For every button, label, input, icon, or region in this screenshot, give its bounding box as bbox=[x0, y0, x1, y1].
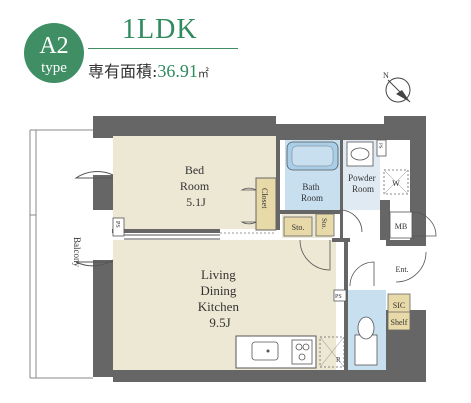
closet-doors bbox=[240, 187, 257, 225]
storage-1 bbox=[283, 216, 313, 237]
ps-label-3: PS bbox=[335, 294, 342, 300]
shelf-label: Shelf bbox=[391, 318, 408, 327]
badge-circle bbox=[24, 23, 84, 83]
badge-letters: A2 bbox=[39, 33, 68, 59]
ldk-balcony-door bbox=[75, 259, 114, 267]
bathtub-inner bbox=[291, 145, 334, 167]
area-value: 36.91 bbox=[157, 61, 198, 81]
area-unit: ㎡ bbox=[197, 67, 209, 80]
washer-space bbox=[383, 169, 409, 195]
washer-label: W bbox=[392, 179, 400, 188]
storage-label-2: Sto. bbox=[320, 218, 328, 229]
basin-bowl bbox=[350, 147, 370, 161]
powder-door bbox=[339, 209, 363, 233]
bed-room-floor bbox=[113, 136, 280, 229]
fridge-space bbox=[319, 336, 345, 368]
closet bbox=[255, 177, 277, 231]
bed-room-label: Bed Room 5.1J bbox=[180, 163, 212, 209]
bed-balcony-door bbox=[74, 171, 114, 179]
fridge-label: R bbox=[336, 356, 341, 364]
powder-room-label: Powder Room bbox=[348, 173, 378, 194]
bath-room-label: Bath Room bbox=[301, 182, 323, 203]
area-line: 専有面積:36.91㎡ bbox=[88, 58, 209, 82]
burner-3 bbox=[298, 353, 306, 361]
area-label: 専有面積: bbox=[88, 62, 158, 81]
fridge-x2 bbox=[319, 336, 345, 368]
closet-label: Closet bbox=[260, 188, 269, 209]
mb-box bbox=[389, 211, 413, 239]
north-label: N bbox=[383, 71, 389, 80]
washer-x2 bbox=[383, 169, 409, 195]
badge-sub: type bbox=[41, 60, 67, 76]
ps-label-1: PS bbox=[114, 221, 120, 228]
north-arrow: N bbox=[383, 71, 411, 103]
kitchen-sink bbox=[251, 341, 279, 361]
mb-door bbox=[411, 211, 437, 237]
storage-2 bbox=[315, 213, 335, 237]
storage-label-1: Sto. bbox=[292, 223, 305, 232]
toilet-bowl bbox=[357, 316, 375, 340]
balcony-label: Balcony bbox=[72, 237, 82, 267]
walls bbox=[93, 116, 426, 382]
burner-1 bbox=[295, 343, 303, 351]
type-badge: A2 type bbox=[23, 22, 85, 84]
entrance-door bbox=[395, 251, 427, 283]
mb-label: MB bbox=[395, 222, 407, 231]
entrance-label: Ent. bbox=[395, 265, 408, 274]
sink-drain bbox=[266, 349, 270, 353]
ps-label-2: PS bbox=[377, 143, 382, 149]
toilet-tank bbox=[354, 334, 378, 366]
toilet-door bbox=[349, 261, 375, 287]
ldk-hall-door bbox=[299, 239, 331, 271]
ps-box-3 bbox=[333, 289, 347, 302]
title-rule bbox=[88, 48, 238, 49]
burner-2 bbox=[302, 343, 310, 351]
ps-box-1 bbox=[112, 217, 125, 237]
ps-box-2 bbox=[376, 139, 387, 157]
sic-label: SIC bbox=[393, 301, 405, 310]
plan-type-title: 1LDK bbox=[122, 14, 198, 45]
ldk-label: Living Dining Kitchen 9.5J bbox=[198, 267, 242, 330]
cooktop bbox=[291, 339, 313, 365]
